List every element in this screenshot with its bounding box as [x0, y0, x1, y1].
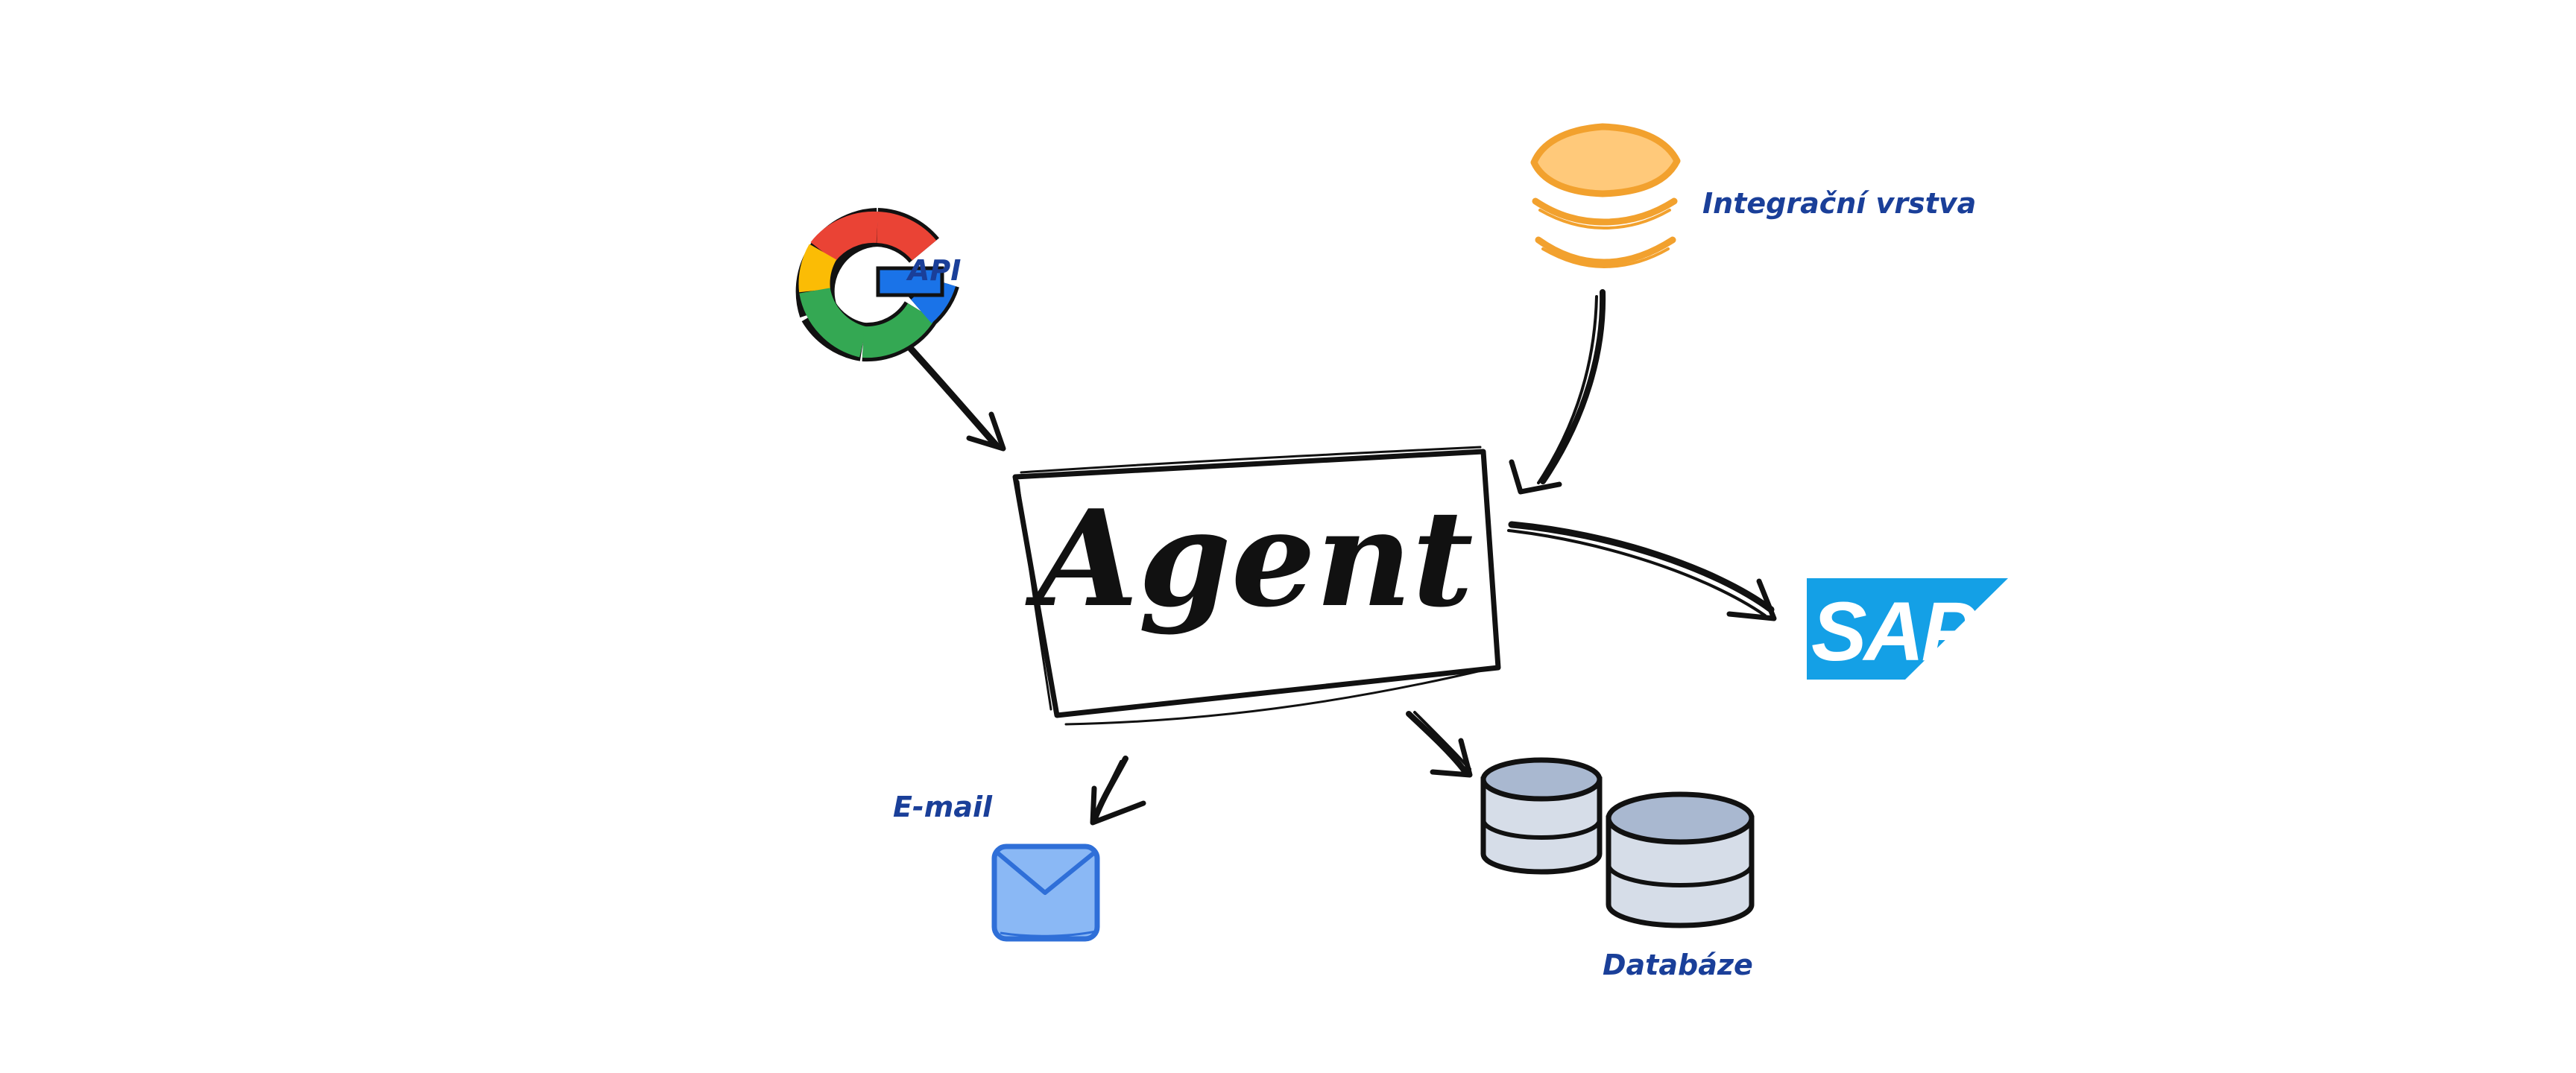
api-label: API [906, 254, 961, 287]
arrow-integration-to-agent [1509, 289, 1606, 495]
sap-logo [1807, 578, 2008, 680]
integration-label: Integrační vrstva [1702, 187, 1976, 220]
arrow-agent-to-sap [1507, 521, 1777, 621]
email-node[interactable]: E-mail [893, 791, 1100, 942]
sap-node[interactable]: SAP [1807, 578, 2008, 680]
layers-icon [1530, 123, 1681, 269]
arrow-agent-to-database [1406, 711, 1473, 778]
api-node[interactable]: API [795, 208, 962, 362]
arrow-api-to-agent [907, 345, 1006, 452]
sap-logo-text: SAP [1811, 585, 1977, 678]
arrow-agent-to-email [1090, 756, 1146, 826]
database-cylinder-large [1606, 791, 1755, 928]
integration-node[interactable]: Integrační vrstva [1530, 123, 1976, 269]
google-g-icon [795, 208, 959, 362]
database-cylinder-small [1480, 757, 1603, 875]
database-label: Databáze [1603, 949, 1753, 981]
email-label: E-mail [893, 791, 993, 823]
agent-label: Agent [1025, 481, 1473, 636]
database-icon [1480, 757, 1755, 928]
agent-node[interactable]: Agent [1012, 446, 1501, 726]
database-node[interactable]: Databáze [1480, 757, 1755, 981]
envelope-icon [991, 843, 1100, 942]
